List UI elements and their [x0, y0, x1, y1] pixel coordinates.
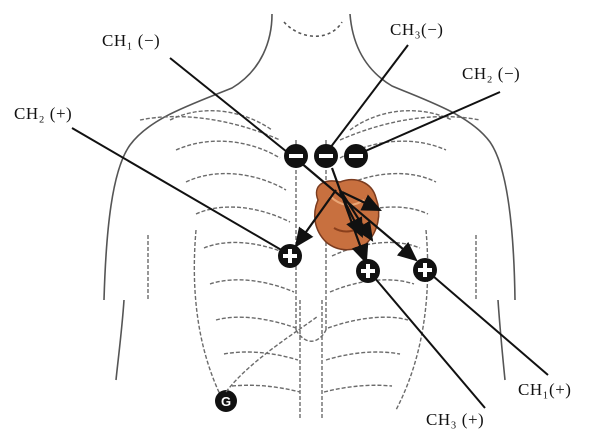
leader-ch2-pos: [72, 128, 290, 255]
ground-electrode: G: [215, 390, 237, 412]
ground-label: G: [221, 394, 231, 409]
electrode-ch3-neg: [314, 144, 338, 168]
label-ch3-negative: CH₃(−): [390, 20, 443, 40]
label-ch2-positive: CH₂ (+): [14, 104, 72, 124]
electrode-ch3-pos: [356, 259, 380, 283]
label-ch1-negative: CH₁ (−): [102, 31, 160, 51]
label-ch2-negative: CH₂ (−): [462, 64, 520, 84]
torso-outline: [104, 14, 515, 380]
label-ch3-positive: CH₃ (+): [426, 410, 484, 430]
leader-ch2-neg: [354, 92, 500, 156]
electrode-ch2-neg: [344, 144, 368, 168]
heart-illustration: [315, 180, 379, 250]
label-ch1-positive: CH₁(+): [518, 380, 571, 400]
electrode-ch1-pos: [413, 258, 437, 282]
electrode-ch2-pos: [278, 244, 302, 268]
electrode-ch1-neg: [284, 144, 308, 168]
